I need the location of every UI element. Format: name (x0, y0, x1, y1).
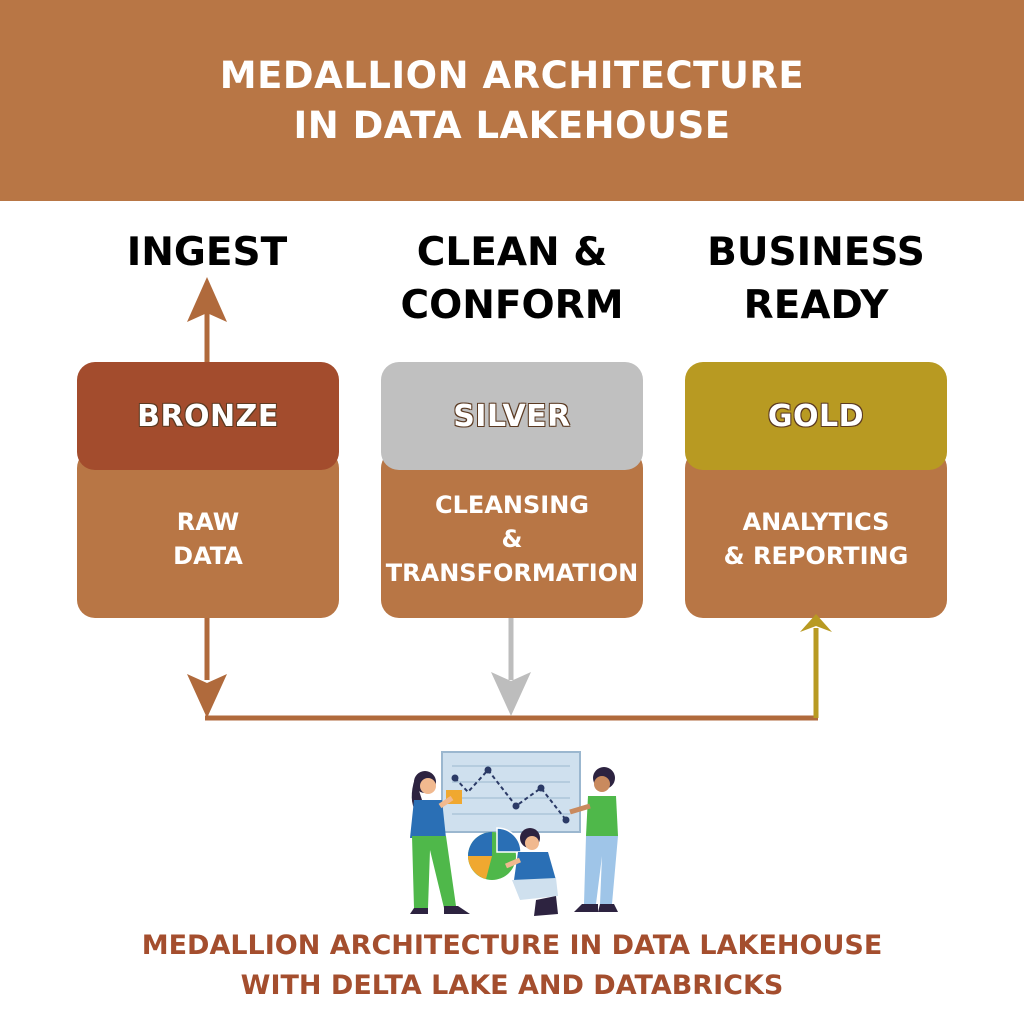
footer-line-2: WITH DELTA LAKE AND DATABRICKS (240, 970, 784, 1001)
silver-desc-line-1: CLEANSING (435, 491, 589, 519)
footer-caption: MEDALLION ARCHITECTURE IN DATA LAKEHOUSE… (0, 926, 1024, 1006)
silver-layer-card: CLEANSING & TRANSFORMATION SILVER (381, 362, 643, 618)
stage-title-ingest-line-1: INGEST (126, 230, 288, 275)
footer-line-1: MEDALLION ARCHITECTURE IN DATA LAKEHOUSE (141, 930, 883, 961)
bronze-layer-card: RAW DATA BRONZE (77, 362, 339, 618)
stage-title-clean-line-1: CLEAN & (416, 230, 608, 275)
gold-desc-line-2: & REPORTING (723, 542, 909, 570)
gold-tier-label: GOLD (685, 362, 947, 470)
header-banner: MEDALLION ARCHITECTURE IN DATA LAKEHOUSE (0, 0, 1024, 201)
silver-desc-line-3: TRANSFORMATION (385, 559, 639, 587)
stage-title-business-ready: BUSINESS READY (646, 226, 986, 332)
team-analytics-illustration-icon (410, 751, 618, 916)
ingest-up-arrow (187, 277, 227, 362)
bronze-down-arrow (187, 618, 227, 718)
silver-down-arrow (491, 618, 531, 716)
silver-tier-label: SILVER (381, 362, 643, 470)
stage-title-ingest: INGEST (37, 226, 377, 279)
bronze-desc-line-1: RAW (176, 508, 240, 536)
gold-desc-line-1: ANALYTICS (742, 508, 890, 536)
stage-title-business-line-1: BUSINESS (707, 230, 925, 275)
gold-layer-card: ANALYTICS & REPORTING GOLD (685, 362, 947, 618)
silver-desc-line-2: & (501, 525, 523, 553)
silver-layer-description: CLEANSING & TRANSFORMATION (381, 450, 643, 618)
gold-layer-description: ANALYTICS & REPORTING (685, 450, 947, 618)
gold-up-arrow (800, 614, 832, 718)
header-title-line-2: IN DATA LAKEHOUSE (293, 103, 731, 147)
stage-title-clean-line-2: CONFORM (400, 283, 624, 328)
bronze-tier-label: BRONZE (77, 362, 339, 470)
bronze-layer-description: RAW DATA (77, 450, 339, 618)
header-title-line-1: MEDALLION ARCHITECTURE (219, 53, 805, 97)
stage-title-clean-conform: CLEAN & CONFORM (342, 226, 682, 332)
bronze-desc-line-2: DATA (173, 542, 243, 570)
stage-title-business-line-2: READY (743, 283, 889, 328)
